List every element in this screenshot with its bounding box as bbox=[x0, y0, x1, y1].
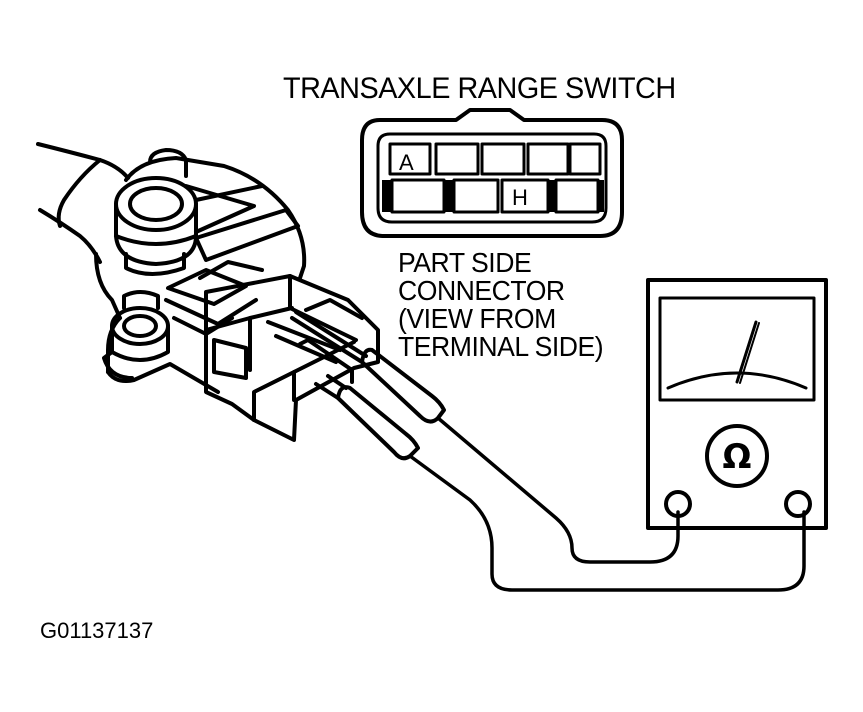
test-leads bbox=[408, 416, 806, 592]
meter-terminal-negative bbox=[664, 490, 692, 518]
ohmmeter: Ω bbox=[646, 278, 828, 530]
cavity bbox=[434, 142, 480, 176]
meter-dial-window bbox=[658, 296, 816, 402]
terminal-label-a: A bbox=[399, 150, 414, 175]
figure-id: G01137137 bbox=[40, 618, 154, 643]
connector-note-line-4: TERMINAL SIDE) bbox=[398, 331, 604, 362]
connector-note-line-1: PART SIDE bbox=[398, 247, 532, 278]
meter-needle bbox=[735, 320, 758, 384]
connector-note: PART SIDE CONNECTOR (VIEW FROM TERMINAL … bbox=[398, 247, 604, 362]
cavity bbox=[390, 178, 446, 214]
connector-face bbox=[360, 108, 624, 238]
meter-case bbox=[646, 278, 828, 530]
cavity bbox=[480, 142, 526, 176]
switch-body bbox=[94, 148, 307, 394]
connector-plug bbox=[204, 274, 380, 442]
connector-note-line-3: (VIEW FROM bbox=[398, 303, 556, 334]
test-probes bbox=[290, 310, 446, 461]
range-knob bbox=[705, 424, 769, 488]
cavity bbox=[526, 142, 570, 176]
meter-scale-arc bbox=[666, 371, 808, 390]
ohm-symbol: Ω bbox=[723, 437, 752, 477]
cavity bbox=[554, 178, 600, 214]
cavity-a bbox=[388, 142, 432, 176]
meter-terminal-positive bbox=[784, 490, 812, 518]
terminal-label-h: H bbox=[512, 185, 528, 210]
connector-note-line-2: CONNECTOR bbox=[398, 275, 565, 306]
diagram-title: TRANSAXLE RANGE SWITCH bbox=[283, 72, 676, 105]
cavity bbox=[568, 142, 602, 176]
cavity bbox=[452, 178, 500, 214]
